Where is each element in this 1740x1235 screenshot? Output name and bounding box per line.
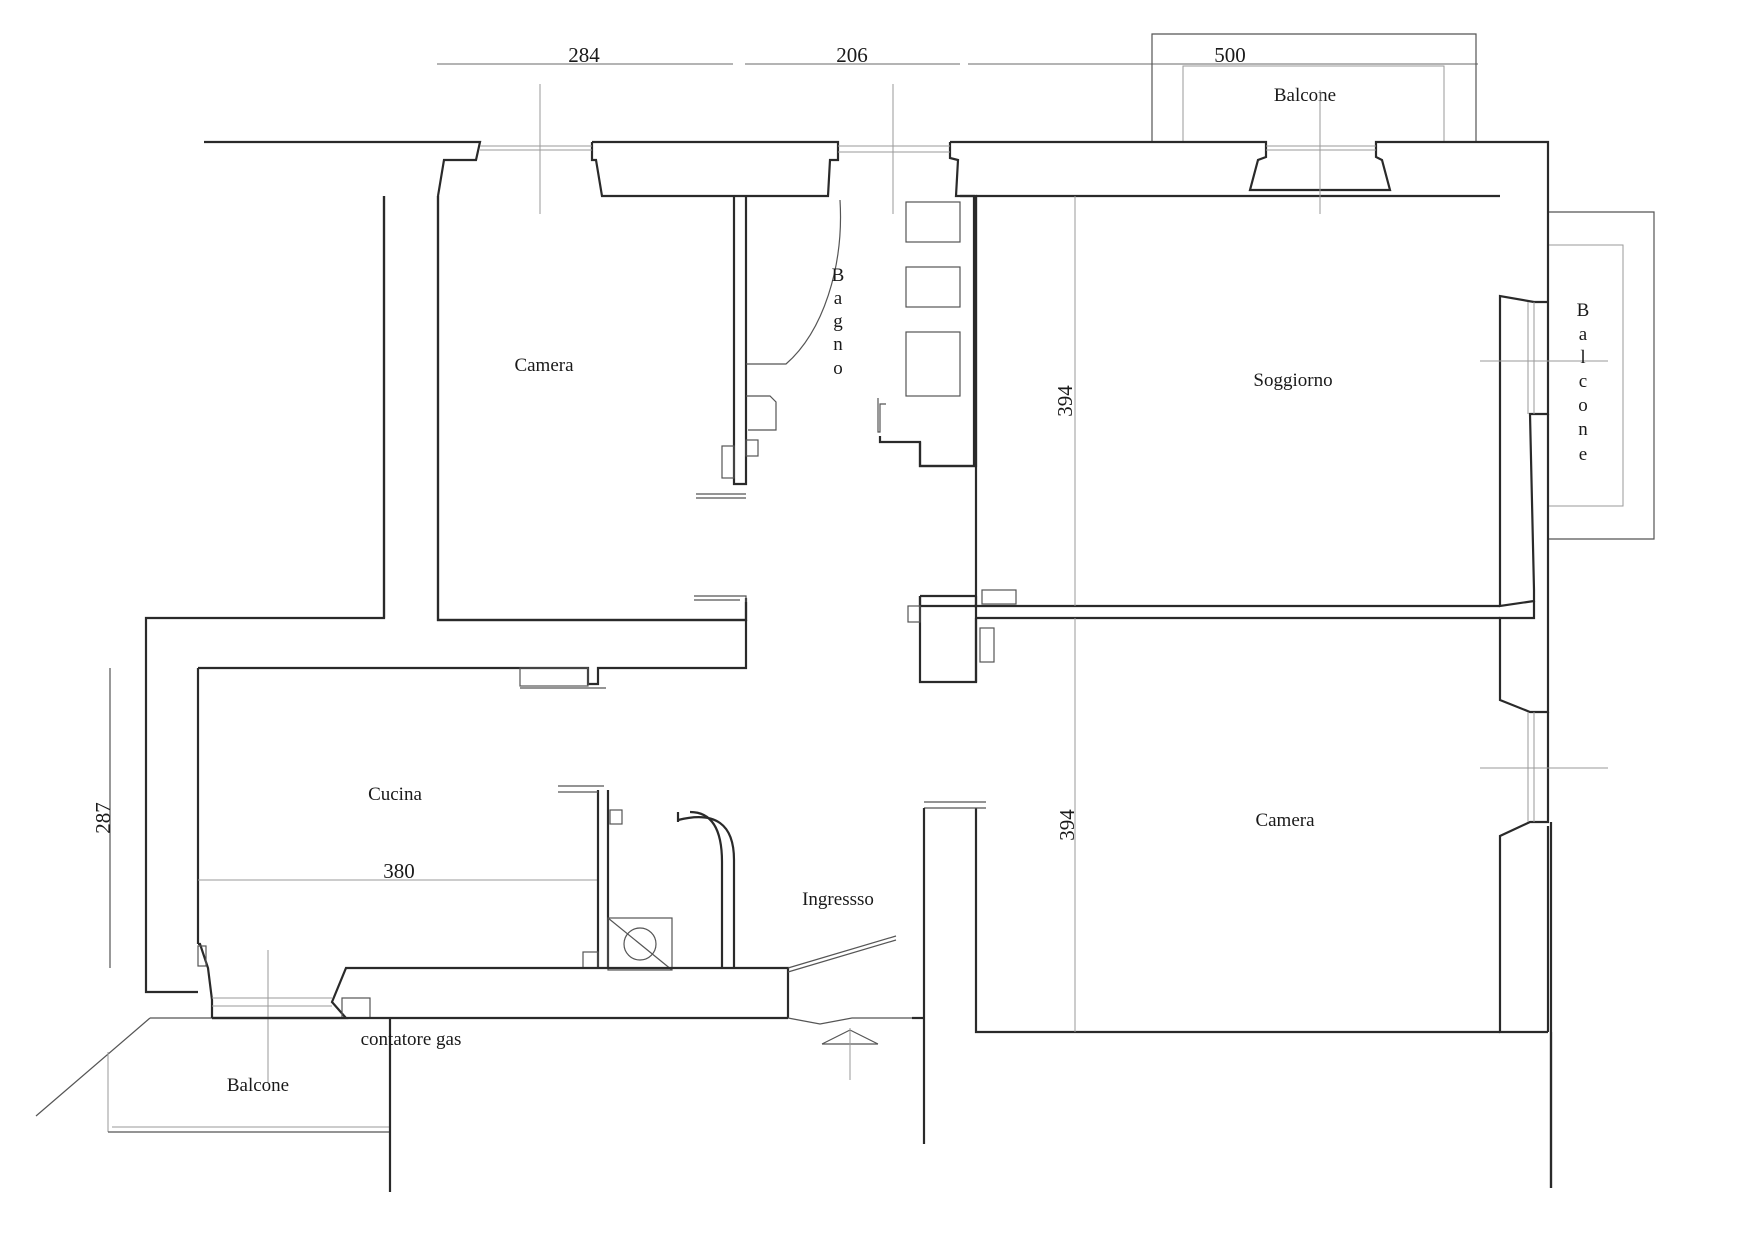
dim-soggiorno-height: 394 xyxy=(1053,385,1077,417)
service-shaft xyxy=(607,810,736,971)
label-balcone-right-vertical: B a l c o n e xyxy=(1577,300,1590,465)
balcone-right-letter-2: a xyxy=(1579,324,1588,345)
bagno-letter-5: o xyxy=(833,358,843,379)
balcone-right-letter-1: B xyxy=(1577,300,1590,321)
bagno-letter-1: B xyxy=(832,265,845,286)
dim-cucina-height: 287 xyxy=(91,802,115,834)
label-ingresso: Ingressso xyxy=(802,889,874,910)
dim-camera-height: 394 xyxy=(1055,809,1079,841)
label-bagno-vertical: B a g n o xyxy=(832,265,845,379)
balcone-right-letter-3: l xyxy=(1580,347,1585,368)
room-bagno xyxy=(696,84,976,499)
bagno-letter-2: a xyxy=(834,288,843,309)
label-camera-top-left: Camera xyxy=(514,355,574,376)
room-ingresso xyxy=(212,808,926,1144)
label-cucina: Cucina xyxy=(368,784,422,805)
room-camera-bottom-right xyxy=(924,616,1608,1034)
label-balcone-bottom-left: Balcone xyxy=(227,1075,289,1096)
balcony-right xyxy=(1548,211,1655,540)
balcony-top xyxy=(1151,33,1477,142)
bottom-exterior xyxy=(388,1018,1553,1192)
dim-top-left: 284 xyxy=(568,43,600,67)
label-balcone-top: Balcone xyxy=(1274,85,1336,106)
label-camera-bottom-right: Camera xyxy=(1255,810,1315,831)
dim-top-right: 500 xyxy=(1214,43,1246,67)
label-soggiorno: Soggiorno xyxy=(1253,370,1332,391)
label-contatore-gas: contatore gas xyxy=(361,1029,462,1050)
balcone-right-letter-5: o xyxy=(1578,395,1588,416)
room-camera-top-left xyxy=(436,84,748,622)
dim-cucina-width: 380 xyxy=(383,859,415,883)
room-cucina xyxy=(109,620,748,1082)
dim-top-middle: 206 xyxy=(836,43,868,67)
room-soggiorno xyxy=(918,90,1608,608)
bagno-letter-4: n xyxy=(833,334,843,355)
balcone-right-letter-7: e xyxy=(1579,444,1587,465)
balcone-right-letter-4: c xyxy=(1579,371,1587,392)
bagno-letter-3: g xyxy=(833,311,843,332)
balcony-bottom-left xyxy=(35,1017,390,1133)
balcone-right-letter-6: n xyxy=(1578,419,1588,440)
